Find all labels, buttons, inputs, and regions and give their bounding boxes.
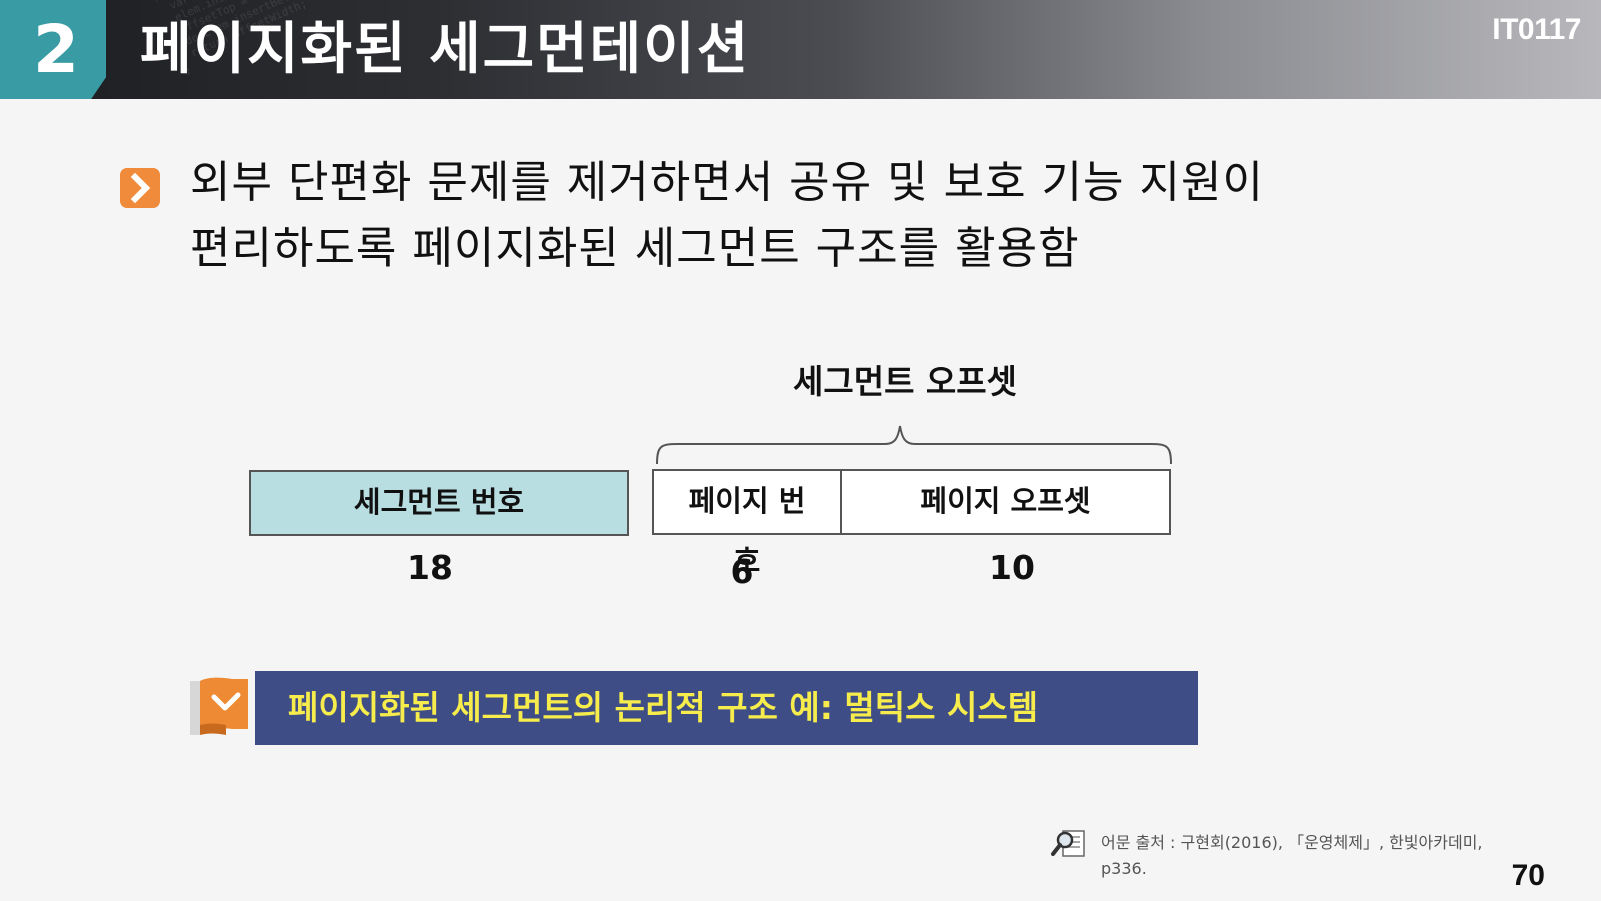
course-code: IT0117 — [1492, 13, 1581, 46]
segment-offset-title: 세그먼트 오프셋 — [792, 362, 1017, 401]
segment-number-field: 세그먼트 번호 — [249, 470, 629, 536]
page-offset-bits: 10 — [989, 548, 1035, 587]
slide-title: 페이지화된 세그먼테이션 — [140, 17, 751, 82]
bullet-text: 외부 단편화 문제를 제거하면서 공유 및 보호 기능 지원이 편리하도록 페이… — [190, 150, 1450, 282]
page-number: 70 — [1511, 859, 1545, 892]
figure-caption: 페이지화된 세그먼트의 논리적 구조 예: 멀틱스 시스템 — [288, 688, 1039, 727]
segment-number-bits: 18 — [407, 548, 453, 587]
segment-number-label: 세그먼트 번호 — [353, 485, 525, 519]
source-line-1: 어문 출처 : 구현회(2016), 「운영체제」, 한빛아카데미, — [1101, 833, 1483, 852]
page-offset-label: 페이지 오프셋 — [920, 484, 1091, 518]
source-line-2: p336. — [1101, 859, 1147, 878]
bullet-line-1: 외부 단편화 문제를 제거하면서 공유 및 보호 기능 지원이 — [190, 157, 1264, 208]
section-badge — [0, 0, 106, 99]
page-number-label: 페이지 번호 — [688, 484, 806, 578]
page-number-field: 페이지 번호 — [652, 469, 842, 578]
caption-bar — [255, 671, 1198, 745]
page-offset-field: 페이지 오프셋 — [840, 469, 1171, 535]
segment-offset-brace — [656, 425, 1172, 465]
header-bar: function(elem){ var style = elem.style; … — [0, 0, 1601, 99]
chevron-right-icon — [120, 168, 160, 208]
page-number-bits: 6 — [730, 552, 754, 591]
section-number: 2 — [33, 11, 79, 88]
checkmark-ribbon-icon — [190, 677, 248, 735]
magnifier-document-icon — [1051, 830, 1085, 857]
bullet-line-2: 편리하도록 페이지화된 세그먼트 구조를 활용함 — [190, 223, 1080, 274]
source-citation: 어문 출처 : 구현회(2016), 「운영체제」, 한빛아카데미, p336. — [1101, 830, 1541, 882]
